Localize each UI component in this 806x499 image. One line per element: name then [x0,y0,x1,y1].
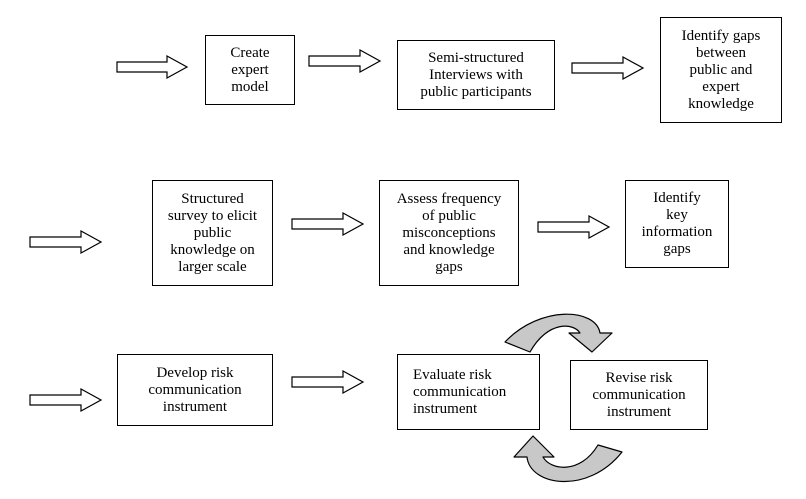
block-arrow-interviews-to-gaps [571,55,645,81]
node-identify-gaps: Identify gaps between public and expert … [660,17,782,123]
node-create-expert-model: Create expert model [205,35,295,105]
node-identify-key-gaps: Identify key information gaps [625,180,729,268]
node-evaluate-instrument: Evaluate risk communication instrument [397,354,540,430]
curved-arrow-revise-to-evaluate [513,435,623,483]
block-arrow-start-row1 [116,54,189,80]
curved-arrow-evaluate-to-revise [504,313,613,353]
node-revise-instrument: Revise risk communication instrument [570,360,708,430]
block-arrow-assess-to-keygaps [537,214,611,240]
block-arrow-start-row2 [29,229,103,255]
block-arrow-model-to-interviews [308,48,382,74]
block-arrow-start-row3 [29,387,103,413]
block-arrow-survey-to-assess [291,211,365,237]
block-arrow-develop-to-evaluate [291,369,365,395]
node-develop-instrument: Develop risk communication instrument [117,354,273,426]
node-semi-structured-interviews: Semi-structured Interviews with public p… [397,40,555,110]
node-assess-frequency: Assess frequency of public misconception… [379,180,519,286]
node-structured-survey: Structured survey to elicit public knowl… [152,180,273,286]
